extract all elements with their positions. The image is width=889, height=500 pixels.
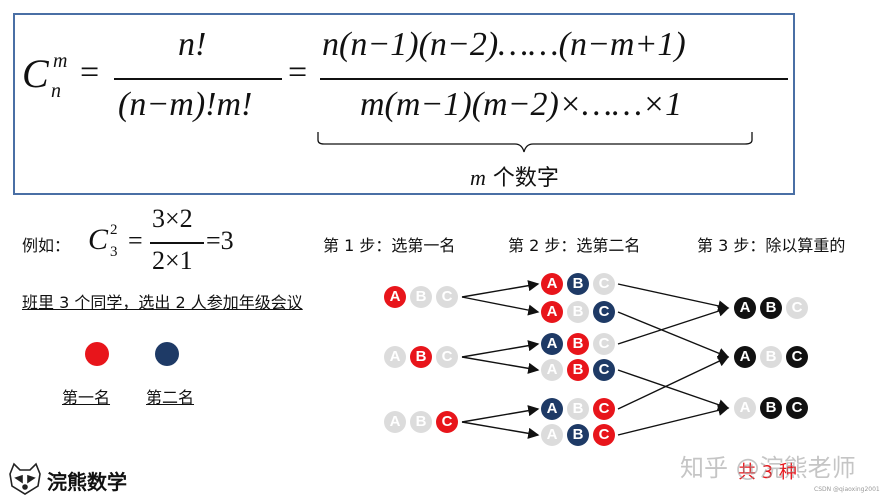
equals-sign-1: =: [80, 54, 100, 91]
circle-b-col1-3: B: [410, 411, 432, 433]
combination-subscript: n: [51, 80, 61, 102]
circle-b-col3-1: B: [760, 297, 782, 319]
fraction2-bar: [320, 78, 788, 80]
example-subscript: 3: [110, 244, 118, 260]
circle-a-col2-6: A: [541, 424, 563, 446]
equals-sign-2: =: [288, 54, 308, 91]
legend-second-label: 第二名: [146, 388, 195, 407]
circle-a-col2-3: A: [541, 333, 563, 355]
second-place-dot: [155, 342, 179, 366]
circle-c-col2-5: C: [593, 398, 615, 420]
fraction1-bar: [114, 78, 282, 80]
step1-heading: 第 1 步：选第一名: [323, 236, 456, 255]
fraction2-denominator: m(m−1)(m−2)×……×1: [360, 86, 683, 123]
circle-a-col2-4: A: [541, 359, 563, 381]
circle-b-col2-6: B: [567, 424, 589, 446]
circle-c-col1-2: C: [436, 346, 458, 368]
problem-statement: 班里 3 个同学，选出 2 人参加年级会议: [22, 293, 303, 312]
circle-c-col3-2: C: [786, 346, 808, 368]
circle-a-col1-2: A: [384, 346, 406, 368]
example-superscript: 2: [110, 222, 118, 238]
circle-a-col1-3: A: [384, 411, 406, 433]
circle-c-col3-1: C: [786, 297, 808, 319]
brand-name: 浣熊数学: [47, 470, 127, 494]
circle-c-col1-1: C: [436, 286, 458, 308]
circle-b-col2-1: B: [567, 273, 589, 295]
circle-b-col3-3: B: [760, 397, 782, 419]
circle-b-col2-4: B: [567, 359, 589, 381]
step2-heading: 第 2 步：选第二名: [508, 236, 641, 255]
circle-a-col2-1: A: [541, 273, 563, 295]
circle-c-col3-3: C: [786, 397, 808, 419]
circle-b-col1-2: B: [410, 346, 432, 368]
circle-c-col2-6: C: [593, 424, 615, 446]
circle-b-col1-1: B: [410, 286, 432, 308]
combination-superscript: m: [53, 50, 68, 72]
legend-first-label: 第一名: [62, 388, 111, 407]
example-combination-symbol: C: [88, 223, 109, 256]
example-denominator: 2×1: [152, 246, 193, 275]
circle-a-col3-2: A: [734, 346, 756, 368]
brace-note: m 个数字: [470, 160, 559, 192]
example-prefix: 例如：: [22, 236, 71, 255]
circle-a-col3-1: A: [734, 297, 756, 319]
combination-symbol: C: [22, 51, 49, 96]
circle-c-col2-3: C: [593, 333, 615, 355]
fraction1-denominator: (n−m)!m!: [118, 86, 253, 123]
step3-heading: 第 3 步：除以算重的: [697, 236, 846, 255]
formula-box: [13, 13, 795, 195]
circle-c-col2-1: C: [593, 273, 615, 295]
circle-b-col2-5: B: [567, 398, 589, 420]
circle-c-col1-3: C: [436, 411, 458, 433]
circle-c-col2-4: C: [593, 359, 615, 381]
circle-b-col2-2: B: [567, 301, 589, 323]
example-result: =3: [206, 226, 234, 255]
circle-a-col2-5: A: [541, 398, 563, 420]
first-place-dot: [85, 342, 109, 366]
fraction1-numerator: n!: [178, 26, 207, 63]
brace-note-variable: m: [470, 165, 486, 190]
answer-text: 共 3 种: [738, 462, 797, 483]
example-numerator: 3×2: [152, 204, 193, 233]
circle-a-col2-2: A: [541, 301, 563, 323]
example-fraction-bar: [150, 242, 204, 244]
brace-note-text: 个数字: [492, 166, 559, 191]
circle-a-col3-3: A: [734, 397, 756, 419]
circle-b-col3-2: B: [760, 346, 782, 368]
circle-b-col2-3: B: [567, 333, 589, 355]
circle-c-col2-2: C: [593, 301, 615, 323]
watermark: 知乎 @浣熊老师: [680, 454, 856, 482]
example-equals-1: =: [128, 226, 143, 255]
small-credit: CSDN @qiaoxing2001: [814, 486, 880, 493]
circle-a-col1-1: A: [384, 286, 406, 308]
fraction2-numerator: n(n−1)(n−2)……(n−m+1): [322, 26, 686, 63]
